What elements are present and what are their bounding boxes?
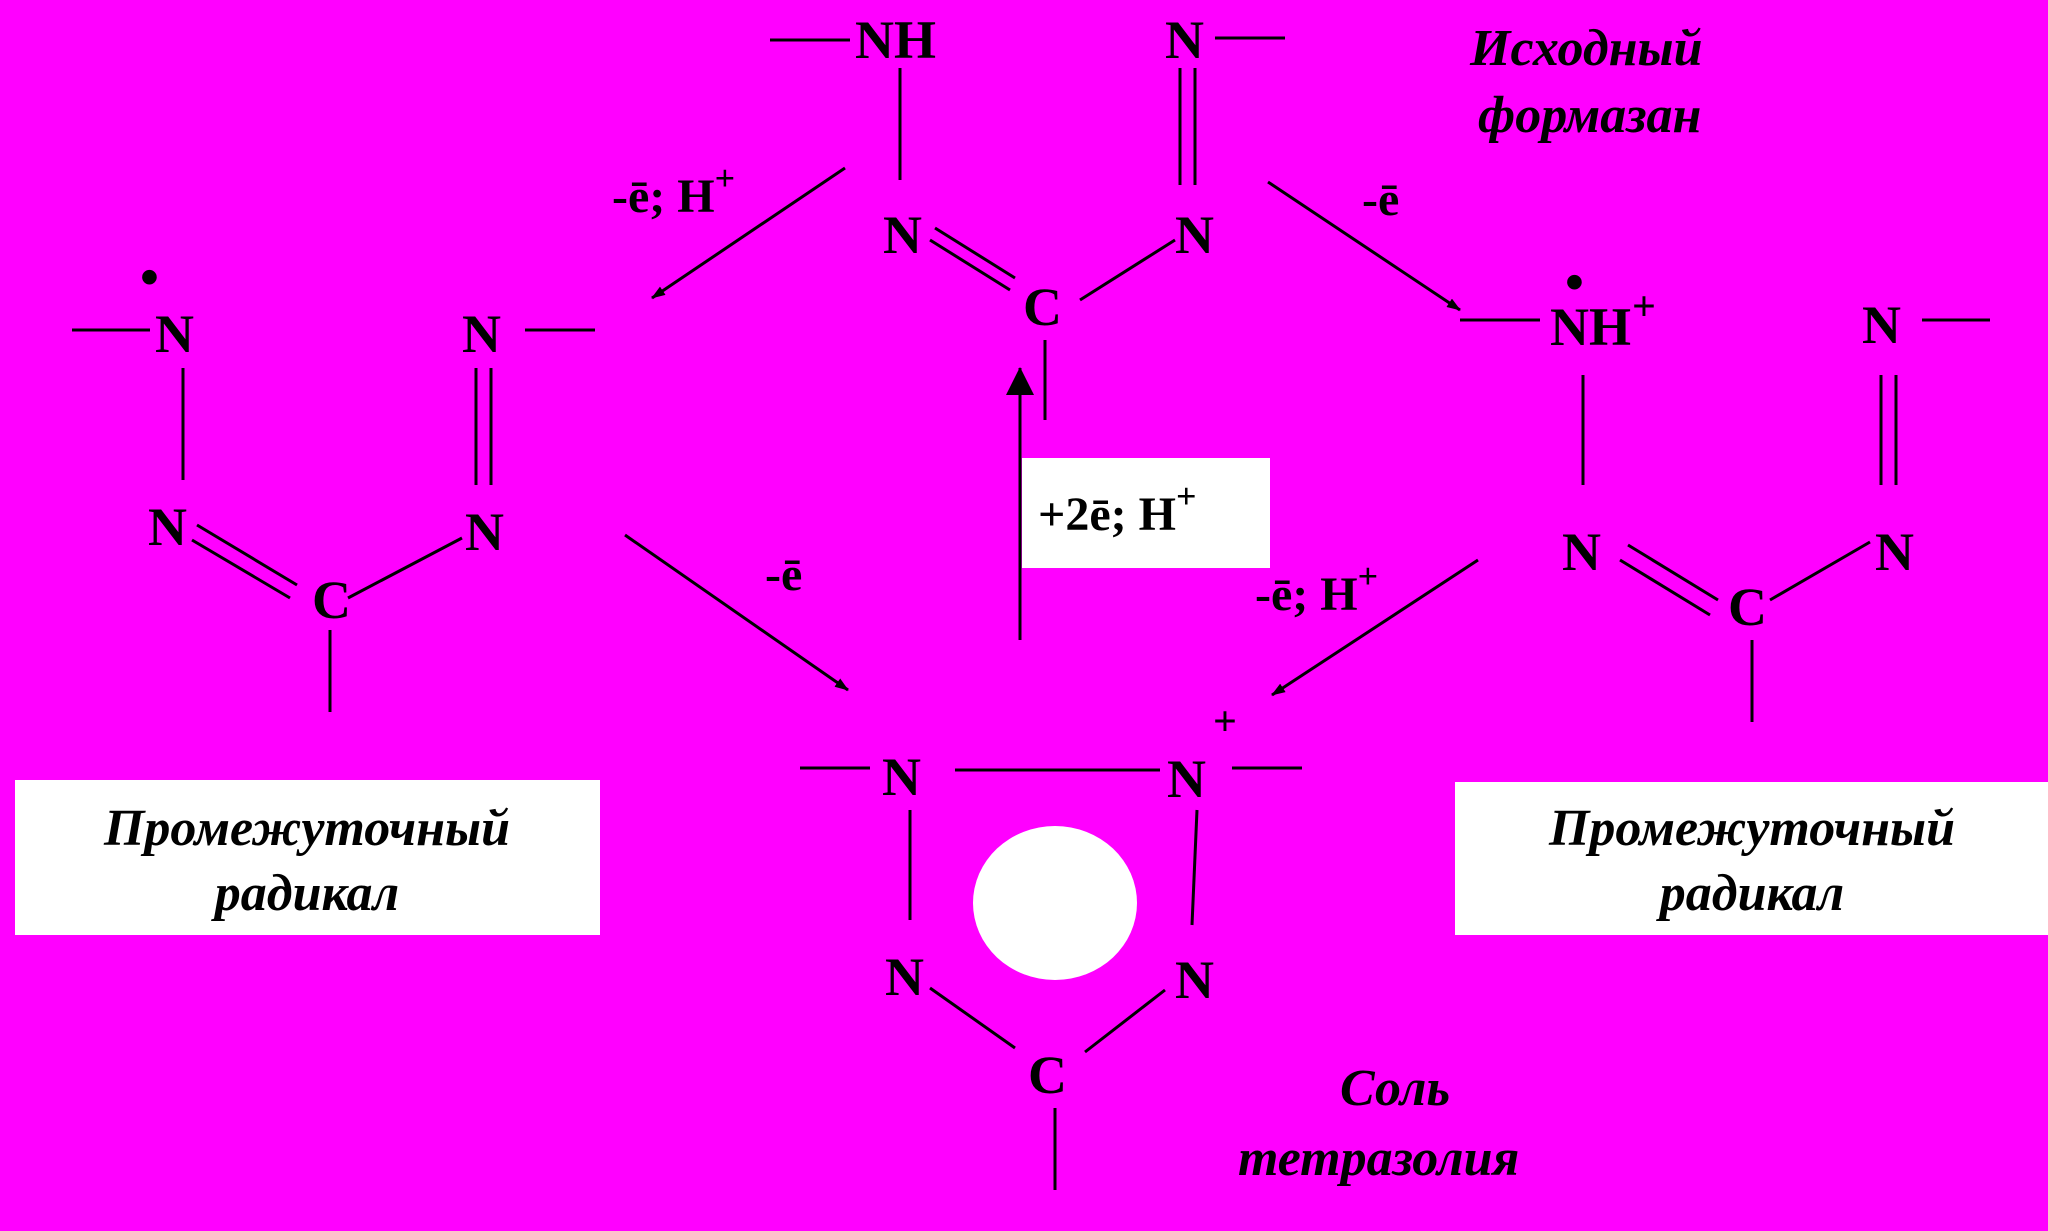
reaction-label: +2ē; H+ [1038,476,1197,541]
reaction-label: -ē; H+ [1255,556,1378,621]
right-label-box [1455,782,2048,935]
atom-c: C [1728,577,1767,637]
reaction-label-box [1022,458,1270,568]
arrow-formazan-to-right [1267,180,1461,312]
atom-c: C [312,570,351,630]
aromatic-ring [973,826,1137,980]
charge-plus: + [1213,699,1237,745]
atom-n: N [1875,522,1914,582]
arrow-formazan-to-left [651,166,846,300]
arrow-right-to-salt [1271,558,1479,697]
title-tetrazolium: Соль [1340,1060,1450,1117]
atom-n: N [148,497,187,557]
title-formazan: формазан [1478,87,1701,144]
left-radical-structure: • N N N N C [72,247,595,712]
label-right-radical: радикал [1656,865,1844,922]
atom-n: N [885,947,924,1007]
label-right-radical: Промежуточный [1548,800,1955,857]
label-left-radical: Промежуточный [103,800,510,857]
atom-n: N [155,304,194,364]
atom-n: N [1175,950,1214,1010]
label-left-radical: радикал [211,865,399,922]
left-label-box [15,780,600,935]
atom-n: N [1862,295,1901,355]
title-formazan: Исходный [1469,20,1703,77]
radical-dot: • [140,247,159,307]
title-tetrazolium: тетразолия [1238,1130,1519,1187]
atom-n: N [1562,522,1601,582]
atom-c: C [1023,277,1062,337]
atom-n: N [883,205,922,265]
right-radical-structure: • NH + N N N C [1460,252,1990,722]
atom-n: N [882,747,921,807]
charge-plus: + [1632,284,1656,330]
atom-n: N [1165,10,1204,70]
atom-n: N [462,304,501,364]
reaction-label: -ē; H+ [612,158,735,223]
reaction-label: -ē [765,548,802,601]
tetrazolium-structure: N N + N N C [800,699,1302,1190]
radical-dot: • [1565,252,1584,312]
atom-n: N [1167,749,1206,809]
atom-c: C [1028,1045,1067,1105]
atom-nh: NH [1550,297,1631,357]
arrow-left-to-salt [624,533,849,692]
reaction-label: -ē [1362,173,1399,226]
formazan-structure: NH N N N C [770,10,1285,420]
atom-n: N [1175,205,1214,265]
atom-nh: NH [855,10,936,70]
atom-n: N [465,502,504,562]
